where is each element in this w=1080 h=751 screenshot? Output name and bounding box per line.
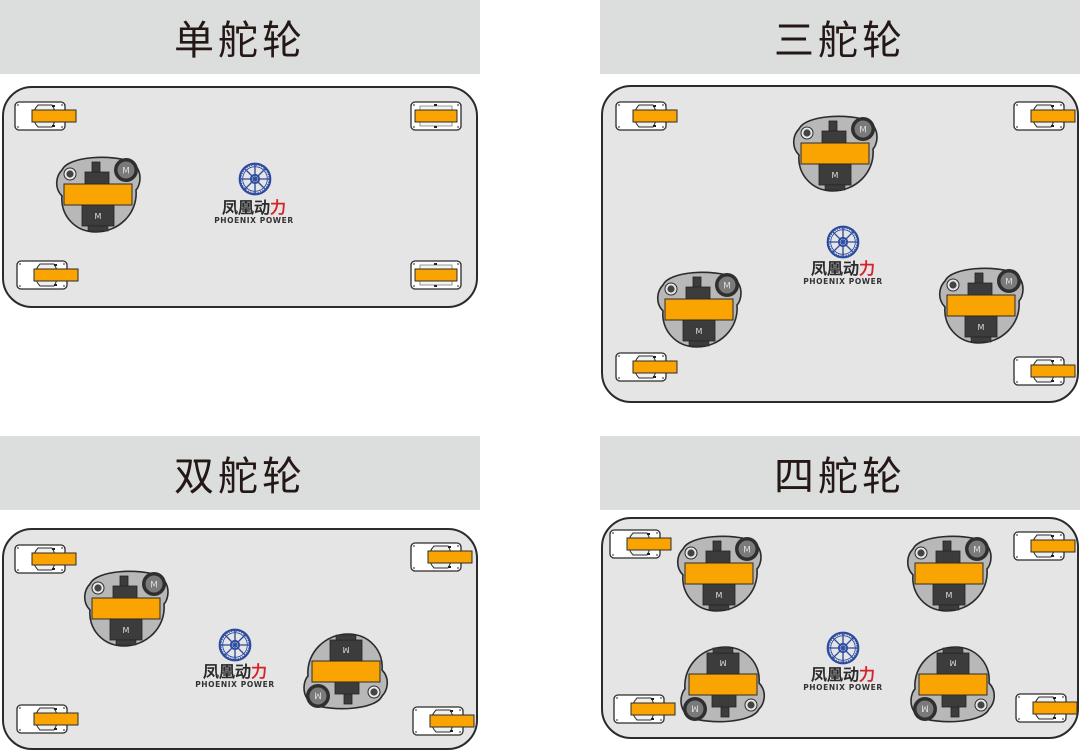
agv-chassis-triple: 凤凰动力 PHOENIX POWER xyxy=(601,85,1079,403)
title-text: 三舵轮 xyxy=(774,18,906,64)
phoenix-logo-icon xyxy=(826,631,860,665)
caster-wheel-icon xyxy=(412,706,476,736)
caster-wheel-icon xyxy=(410,101,462,131)
steering-drive-module-icon xyxy=(903,531,995,613)
brand-name-cn-accent: 力 xyxy=(859,665,876,684)
brand-name-cn: 凤凰动 xyxy=(221,198,270,217)
caster-wheel-icon xyxy=(14,101,78,131)
section-title-quad-steering: 四舵轮 xyxy=(600,436,1080,510)
caster-wheel-icon xyxy=(613,694,677,724)
brand-logo: 凤凰动力 PHOENIX POWER xyxy=(788,665,898,693)
brand-name-cn-accent: 力 xyxy=(859,259,876,278)
caster-wheel-icon xyxy=(1013,101,1077,131)
steering-drive-module-icon xyxy=(80,566,172,648)
steering-drive-module-icon xyxy=(935,263,1027,345)
title-text: 双舵轮 xyxy=(174,454,306,500)
steering-drive-module-icon xyxy=(52,152,144,234)
caster-wheel-icon xyxy=(16,704,80,734)
brand-name-cn: 凤凰动 xyxy=(202,662,251,681)
section-title-dual-steering: 双舵轮 xyxy=(0,436,480,510)
agv-chassis-quad: 凤凰动力 PHOENIX POWER xyxy=(601,517,1079,739)
phoenix-logo-icon xyxy=(826,225,860,259)
caster-wheel-icon xyxy=(615,101,679,131)
brand-logo: 凤凰动力 PHOENIX POWER xyxy=(180,662,290,690)
caster-wheel-icon xyxy=(1013,531,1077,561)
section-title-single-steering: 单舵轮 xyxy=(0,0,480,74)
title-text: 四舵轮 xyxy=(774,454,906,500)
brand-name-en: PHOENIX POWER xyxy=(214,216,294,225)
phoenix-logo-icon xyxy=(218,628,252,662)
steering-drive-module-icon xyxy=(300,632,392,714)
caster-wheel-icon xyxy=(410,260,462,290)
brand-logo: 凤凰动力 PHOENIX POWER xyxy=(199,198,309,226)
phoenix-logo-icon xyxy=(238,162,272,196)
brand-name-en: PHOENIX POWER xyxy=(803,683,883,692)
steering-drive-module-icon xyxy=(907,645,999,727)
caster-wheel-icon xyxy=(16,260,80,290)
agv-chassis-dual: 凤凰动力 PHOENIX POWER xyxy=(2,528,478,750)
steering-drive-module-icon xyxy=(789,111,881,193)
brand-name-en: PHOENIX POWER xyxy=(195,680,275,689)
caster-wheel-icon xyxy=(609,529,673,559)
brand-name-cn-accent: 力 xyxy=(251,662,268,681)
brand-logo: 凤凰动力 PHOENIX POWER xyxy=(788,259,898,287)
caster-wheel-icon xyxy=(615,352,679,382)
caster-wheel-icon xyxy=(1015,693,1079,723)
steering-drive-module-icon xyxy=(673,531,765,613)
brand-name-cn: 凤凰动 xyxy=(810,665,859,684)
brand-name-cn: 凤凰动 xyxy=(810,259,859,278)
title-text: 单舵轮 xyxy=(174,18,306,64)
steering-drive-module-icon xyxy=(677,645,769,727)
caster-wheel-icon xyxy=(410,542,474,572)
caster-wheel-icon xyxy=(1013,356,1077,386)
steering-drive-module-icon xyxy=(653,267,745,349)
brand-name-cn-accent: 力 xyxy=(270,198,287,217)
agv-chassis-single: 凤凰动力 PHOENIX POWER xyxy=(2,86,478,308)
section-title-triple-steering: 三舵轮 xyxy=(600,0,1080,74)
brand-name-en: PHOENIX POWER xyxy=(803,277,883,286)
caster-wheel-icon xyxy=(14,544,78,574)
